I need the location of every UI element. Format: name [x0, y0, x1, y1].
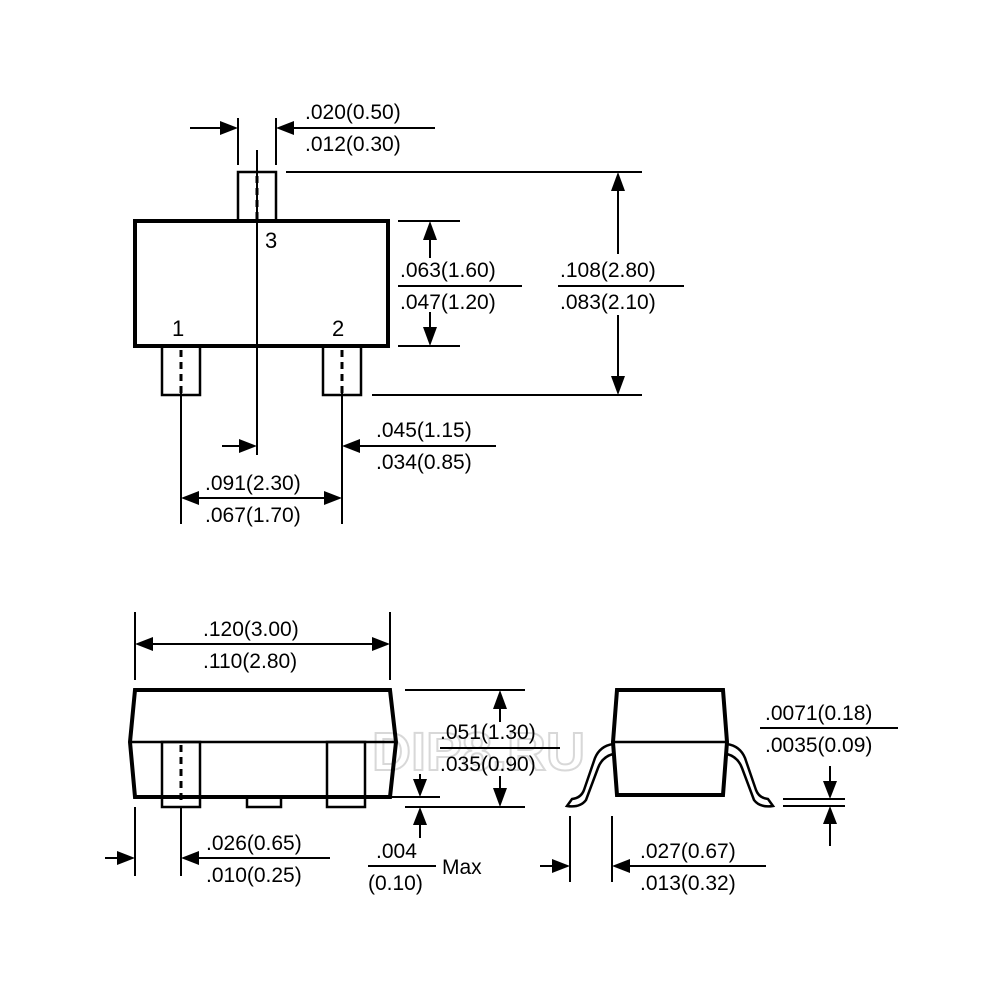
overall-width-arrow-top [611, 172, 625, 191]
standoff-max: .004 [376, 840, 417, 863]
body-width-min: .047(1.20) [400, 291, 496, 314]
pin-1-label: 1 [172, 316, 184, 341]
height-max: .051(1.30) [440, 721, 536, 744]
body-length-max: .120(3.00) [203, 618, 299, 641]
foot-length-max: .027(0.67) [640, 840, 736, 863]
lead-width-min: .012(0.30) [305, 133, 401, 156]
pin-pitch-arrow-left [181, 491, 199, 505]
lead-thickness-min: .0035(0.09) [765, 734, 872, 757]
lead-thickness-arrow-bottom [823, 806, 837, 824]
standoff-max-suffix: Max [442, 856, 482, 879]
lead-thickness-arrow-top [823, 781, 837, 799]
pin-pitch-max: .091(2.30) [205, 472, 301, 495]
body-length-arrow-left [135, 637, 153, 651]
body-width-max: .063(1.60) [400, 259, 496, 282]
lead-width-arrow-left [220, 121, 238, 135]
overall-width-arrow-bottom [611, 376, 625, 395]
end-lead-right [726, 742, 776, 808]
end-view: .0071(0.18) .0035(0.09) .027(0.67) .013(… [540, 688, 898, 895]
body-width-arrow-bottom [423, 327, 437, 346]
foot-length-arrow-left [552, 859, 570, 873]
lead-width-max: .020(0.50) [305, 101, 401, 124]
overall-width-max: .108(2.80) [560, 259, 656, 282]
height-min: .035(0.90) [440, 753, 536, 776]
pin-3-label: 3 [265, 228, 277, 253]
foot-length-arrow-right [612, 859, 630, 873]
top-view: 3 1 2 .020(0.50) .012(0.30) .063(1.60) .… [133, 101, 684, 527]
lead-width-arrow-right [276, 121, 294, 135]
body-length-arrow-right [372, 637, 390, 651]
overall-width-min: .083(2.10) [560, 291, 656, 314]
standoff-arrow-bottom [413, 807, 427, 825]
pin-2-label: 2 [332, 316, 344, 341]
height-arrow-top [493, 690, 507, 709]
side-lead-arrow-left [117, 851, 135, 865]
pin-offset-arrow-left [239, 439, 257, 453]
body-length-min: .110(2.80) [203, 650, 297, 673]
pin-pitch-min: .067(1.70) [205, 504, 301, 527]
watermark-text: DIP8.RU [372, 722, 585, 782]
pin-pitch-arrow-right [324, 491, 342, 505]
side-lead-center [245, 795, 283, 809]
side-lead-arrow-right [181, 851, 199, 865]
standoff-arrow-top [413, 779, 427, 797]
pin-offset-max: .045(1.15) [376, 419, 472, 442]
side-lead-width-min: .010(0.25) [206, 864, 302, 887]
end-lead-left [564, 742, 614, 808]
pin-offset-min: .034(0.85) [376, 451, 472, 474]
body-width-arrow-top [423, 221, 437, 240]
lead-thickness-max: .0071(0.18) [765, 702, 872, 725]
height-arrow-bottom [493, 788, 507, 807]
side-lead-right [325, 740, 367, 809]
side-lead-width-max: .026(0.65) [206, 832, 302, 855]
foot-length-min: .013(0.32) [640, 872, 736, 895]
package-body-side [127, 688, 399, 799]
side-view: .120(3.00) .110(2.80) .051(1.30) .035(0.… [105, 612, 560, 895]
standoff-min: (0.10) [368, 872, 423, 895]
pin-offset-arrow-right [342, 439, 360, 453]
